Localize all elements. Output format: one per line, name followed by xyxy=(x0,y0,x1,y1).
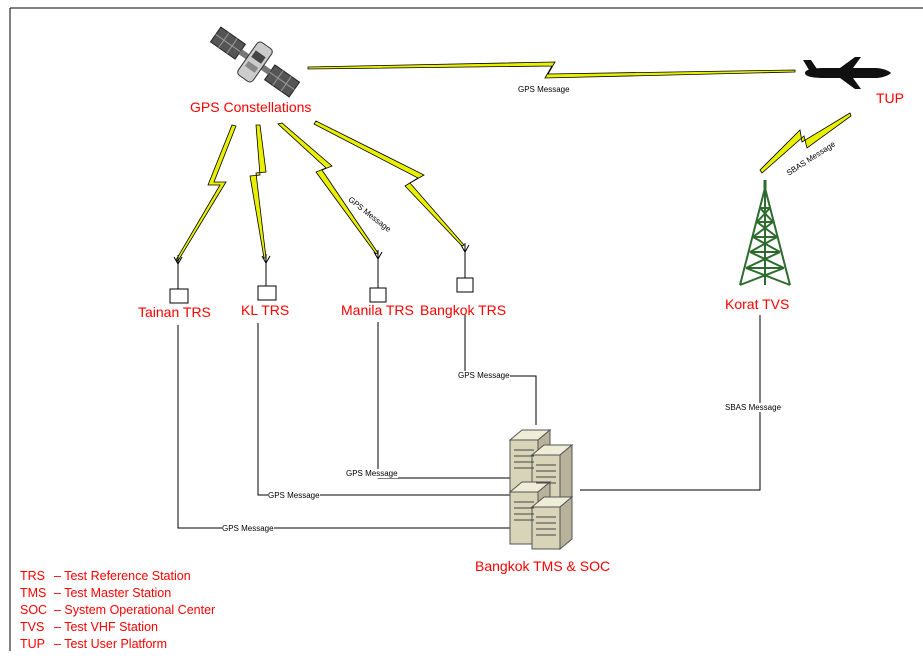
legend-row: SOC– System Operational Center xyxy=(20,602,215,619)
kl-antenna-icon xyxy=(258,254,276,300)
manila-antenna-icon xyxy=(370,250,386,302)
airplane-icon xyxy=(803,57,891,89)
wired-links xyxy=(178,315,760,528)
gps-tainan-link xyxy=(176,125,236,261)
manila-trs-label: Manila TRS xyxy=(341,302,414,318)
manila-message-label: GPS Message xyxy=(346,469,398,478)
manila-tms-line xyxy=(378,322,510,478)
bangkok-trs-label: Bangkok TRS xyxy=(420,302,506,318)
gps-kl-link xyxy=(250,125,266,258)
legend-row: TVS– Test VHF Station xyxy=(20,619,215,636)
bangkok-tms-soc-label: Bangkok TMS & SOC xyxy=(475,558,610,574)
bangkok-trs-tms-line xyxy=(465,315,536,425)
tainan-message-label: GPS Message xyxy=(222,524,274,533)
kl-trs-label: KL TRS xyxy=(241,302,289,318)
server-stack-icon xyxy=(510,430,572,549)
bangkok-antenna-icon xyxy=(457,243,473,292)
legend-row: TMS– Test Master Station xyxy=(20,585,215,602)
radio-tower-icon xyxy=(740,180,790,285)
tup-label: TUP xyxy=(876,90,904,106)
korat-tvs-label: Korat TVS xyxy=(725,296,789,312)
legend-row: TRS– Test Reference Station xyxy=(20,568,215,585)
korat-sbas-message-label: SBAS Message xyxy=(725,403,781,412)
tainan-tms-line xyxy=(178,325,510,528)
bangkok-trs-message-label: GPS Message xyxy=(458,371,510,380)
gps-constellations-label: GPS Constellations xyxy=(190,99,311,115)
gps-tup-link xyxy=(308,62,795,78)
kl-message-label: GPS Message xyxy=(268,491,320,500)
gps-tup-message-label: GPS Message xyxy=(518,85,570,94)
gps-manila-link xyxy=(278,123,378,254)
tainan-antenna-icon xyxy=(170,255,188,303)
legend-row: TUP– Test User Platform xyxy=(20,636,215,653)
legend: TRS– Test Reference Station TMS– Test Ma… xyxy=(20,568,215,653)
tainan-trs-label: Tainan TRS xyxy=(138,304,211,320)
satellite-icon xyxy=(204,18,306,106)
